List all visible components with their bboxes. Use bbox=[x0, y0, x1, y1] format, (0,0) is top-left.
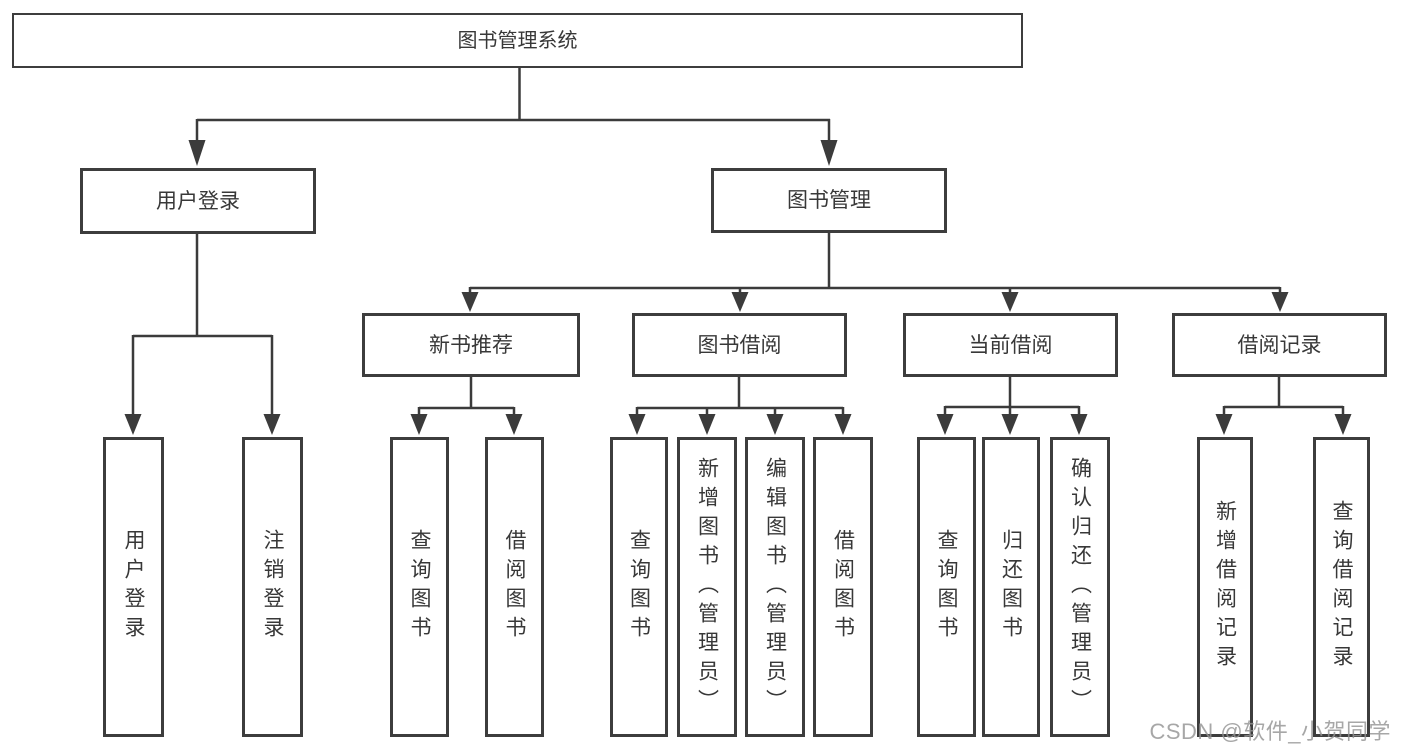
node-library-system: 图书管理系统 bbox=[12, 13, 1023, 68]
node-leaf-edit-books-admin: 编辑图书（管理员） bbox=[745, 437, 805, 737]
csdn-watermark: CSDN @软件_小贺同学 bbox=[1149, 719, 1391, 744]
node-leaf-query-books-recommend: 查询图书 bbox=[390, 437, 449, 737]
node-leaf-borrow-books-recommend: 借阅图书 bbox=[485, 437, 544, 737]
node-book-borrow: 图书借阅 bbox=[632, 313, 847, 377]
node-leaf-query-books-borrow: 查询图书 bbox=[610, 437, 668, 737]
node-user-login: 用户登录 bbox=[80, 168, 316, 234]
node-book-management: 图书管理 bbox=[711, 168, 947, 233]
node-leaf-query-books-current: 查询图书 bbox=[917, 437, 976, 737]
node-new-book-recommend: 新书推荐 bbox=[362, 313, 580, 377]
arrowheads bbox=[124, 140, 1352, 435]
node-leaf-query-borrow-record: 查询借阅记录 bbox=[1313, 437, 1370, 737]
node-leaf-user-login: 用户登录 bbox=[103, 437, 164, 737]
node-leaf-logout: 注销登录 bbox=[242, 437, 303, 737]
node-leaf-add-books-admin: 新增图书（管理员） bbox=[677, 437, 737, 737]
node-leaf-confirm-return-admin: 确认归还（管理员） bbox=[1050, 437, 1110, 737]
node-leaf-borrow-books: 借阅图书 bbox=[813, 437, 873, 737]
node-borrow-records: 借阅记录 bbox=[1172, 313, 1387, 377]
node-leaf-return-books: 归还图书 bbox=[982, 437, 1040, 737]
node-current-borrow: 当前借阅 bbox=[903, 313, 1118, 377]
node-leaf-add-borrow-record: 新增借阅记录 bbox=[1197, 437, 1253, 737]
